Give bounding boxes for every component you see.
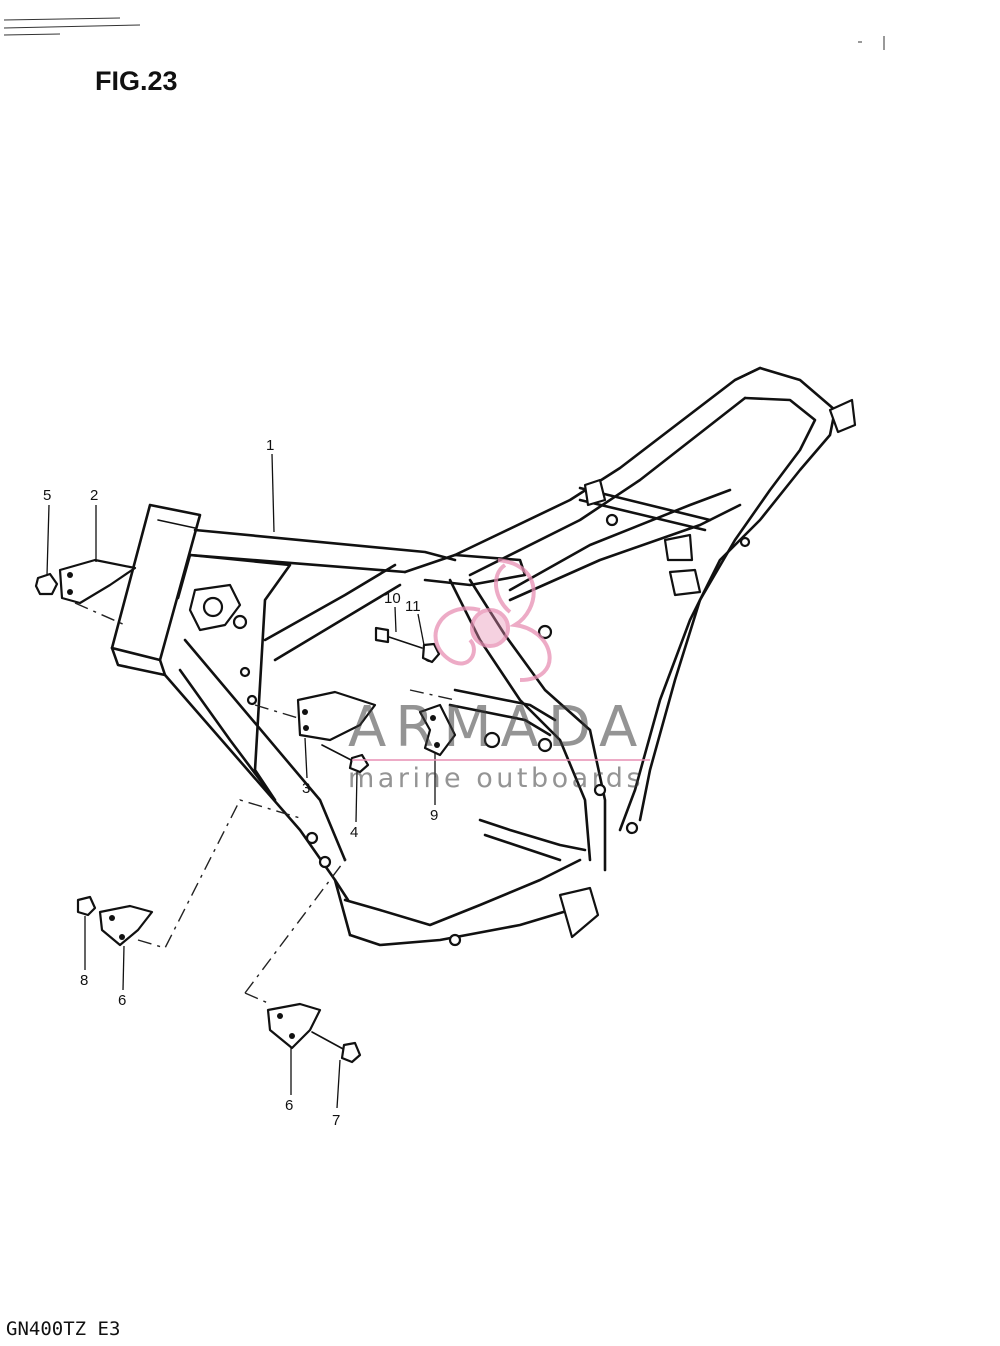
part-8-nut xyxy=(76,895,97,917)
main-frame xyxy=(110,366,857,947)
watermark-tagline: marine outboards xyxy=(348,763,645,794)
part-6-plate-upper xyxy=(98,904,154,947)
assembly-lines xyxy=(74,602,456,1004)
callout-6-upper: 6 xyxy=(118,992,126,1009)
part-6-plate-lower xyxy=(266,1002,322,1050)
callout-8: 8 xyxy=(80,972,88,989)
figure-title: FIG.23 xyxy=(95,66,178,96)
callout-7: 7 xyxy=(332,1112,340,1129)
callout-11: 11 xyxy=(405,598,421,615)
callout-5: 5 xyxy=(43,487,51,504)
watermark-brand: ARMADA xyxy=(348,695,647,760)
callout-9: 9 xyxy=(430,807,438,824)
watermark-logo-icon xyxy=(352,558,650,761)
callout-numbers: 1 2 3 4 5 6 6 7 8 9 10 11 xyxy=(43,437,438,1129)
part-2-head-bracket xyxy=(58,558,137,605)
part-10-bolt xyxy=(374,626,423,649)
callout-6-lower: 6 xyxy=(285,1097,293,1114)
part-3-engine-bracket xyxy=(296,690,377,742)
model-code: GN400TZ E3 xyxy=(6,1318,121,1340)
callout-4: 4 xyxy=(350,824,358,841)
callout-10: 10 xyxy=(384,590,401,607)
part-11-nut xyxy=(421,642,441,664)
callout-3: 3 xyxy=(302,780,310,797)
scan-noise xyxy=(3,17,885,50)
part-9-plate xyxy=(418,703,457,757)
callout-2: 2 xyxy=(90,487,98,504)
part-5-nut xyxy=(34,572,59,596)
callout-1: 1 xyxy=(266,437,274,454)
part-7-bolt xyxy=(311,1031,362,1064)
